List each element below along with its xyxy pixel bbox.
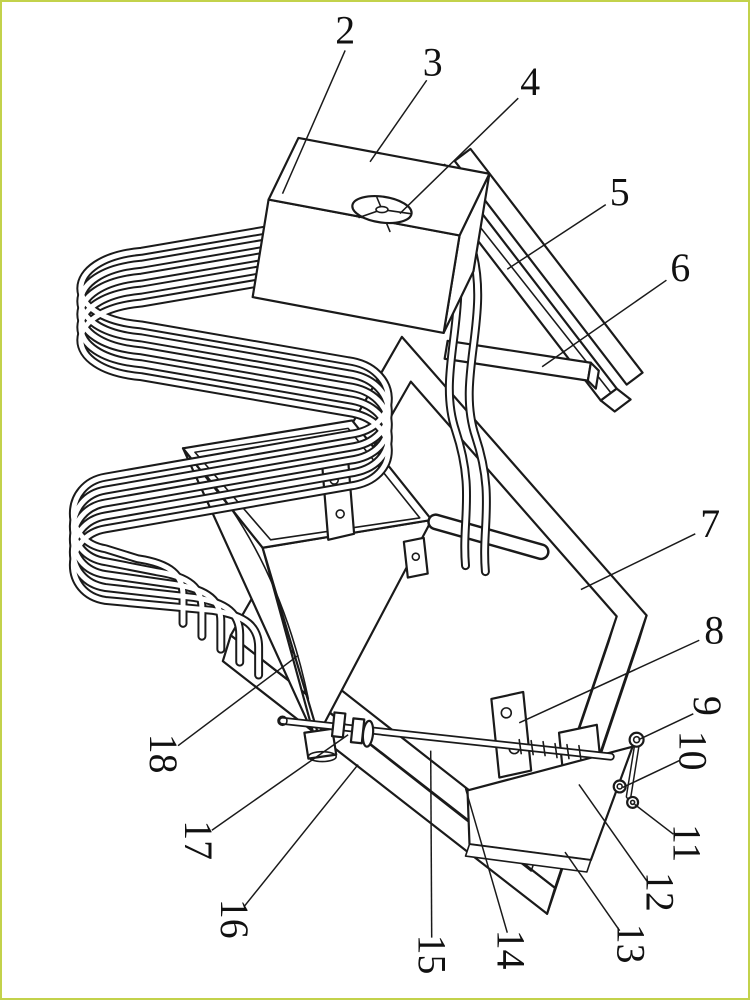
part-label-7: 7 [700, 502, 720, 546]
leader-line-6 [541, 279, 667, 368]
threaded-section [518, 738, 582, 761]
leader-line-12 [578, 784, 649, 883]
part-label-4: 4 [520, 60, 540, 104]
part-label-16: 16 [212, 899, 256, 939]
leader-line-17 [211, 734, 349, 831]
leader-line-14 [464, 788, 509, 933]
part-label-14: 14 [488, 930, 532, 970]
leader-line-4 [399, 97, 519, 215]
mounting-hardware [321, 459, 645, 873]
leader-line-9 [638, 713, 694, 741]
part-label-9: 9 [685, 696, 729, 716]
part-label-10: 10 [670, 731, 714, 771]
part-label-6: 6 [670, 246, 690, 290]
bracket-plate [490, 690, 533, 779]
leader-line-18 [177, 654, 299, 747]
leader-line-3 [369, 79, 428, 163]
shaft-collar-1 [330, 711, 347, 739]
part-label-11: 11 [664, 824, 708, 862]
part-label-18: 18 [141, 734, 185, 774]
shaft-flange [361, 719, 375, 748]
leader-line-10 [622, 759, 680, 789]
part-label-2: 2 [335, 9, 355, 53]
part-label-5: 5 [610, 171, 630, 215]
shaft-assembly [277, 711, 615, 761]
part-label-15: 15 [410, 935, 454, 975]
handwheel [351, 195, 413, 233]
part-label-17: 17 [176, 820, 220, 860]
part-label-3: 3 [423, 40, 443, 84]
bolt-head [628, 731, 645, 748]
part-label-8: 8 [704, 608, 724, 652]
serpentine-tube-bundle [69, 220, 393, 680]
part-labels: 2 3 4 56 7 8 9 10 11 12 13 14 15 16 17 18 [141, 9, 729, 975]
leader-line-11 [634, 803, 674, 835]
shaft-end-cap [277, 715, 288, 727]
clamp-bracket [402, 536, 429, 579]
fastener-stack [612, 731, 645, 809]
drive-box [251, 136, 491, 334]
leader-line-15 [429, 750, 433, 938]
leader-line-7 [580, 533, 696, 591]
leader-line-13 [564, 851, 621, 932]
part-label-13: 13 [609, 924, 653, 964]
leader-line-8 [518, 639, 700, 724]
leader-line-16 [244, 764, 359, 907]
leader-line-2 [281, 50, 346, 194]
base-plate [464, 745, 634, 873]
part-label-12: 12 [637, 872, 681, 912]
leader-line-5 [506, 203, 607, 270]
